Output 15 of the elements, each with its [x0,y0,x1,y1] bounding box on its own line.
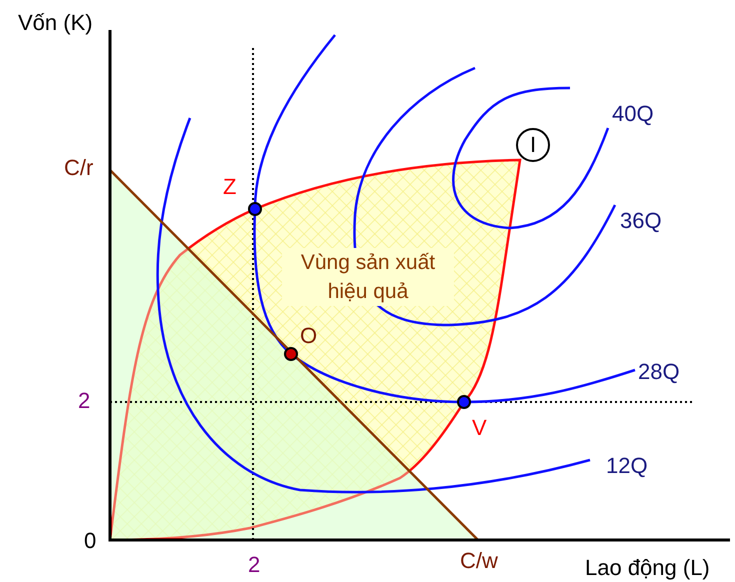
axis-title: Vốn (K) [18,12,93,34]
axis-label: C/w [460,550,498,572]
point-label: V [472,417,487,439]
point-label: Z [223,176,236,198]
curve-label: 40Q [612,103,654,125]
tick-label: 0 [84,530,96,552]
curve-label: 12Q [606,455,648,477]
axis-label: C/r [64,157,94,179]
region-label: Vùng sản xuất hiệu quả [282,248,454,306]
curve-label: 28Q [638,361,680,383]
tick-label: 2 [248,554,260,576]
point-label: O [300,325,318,347]
tick-label: 2 [78,390,90,412]
curve-label: 36Q [620,210,662,232]
axis-title: Lao động (L) [585,557,710,579]
